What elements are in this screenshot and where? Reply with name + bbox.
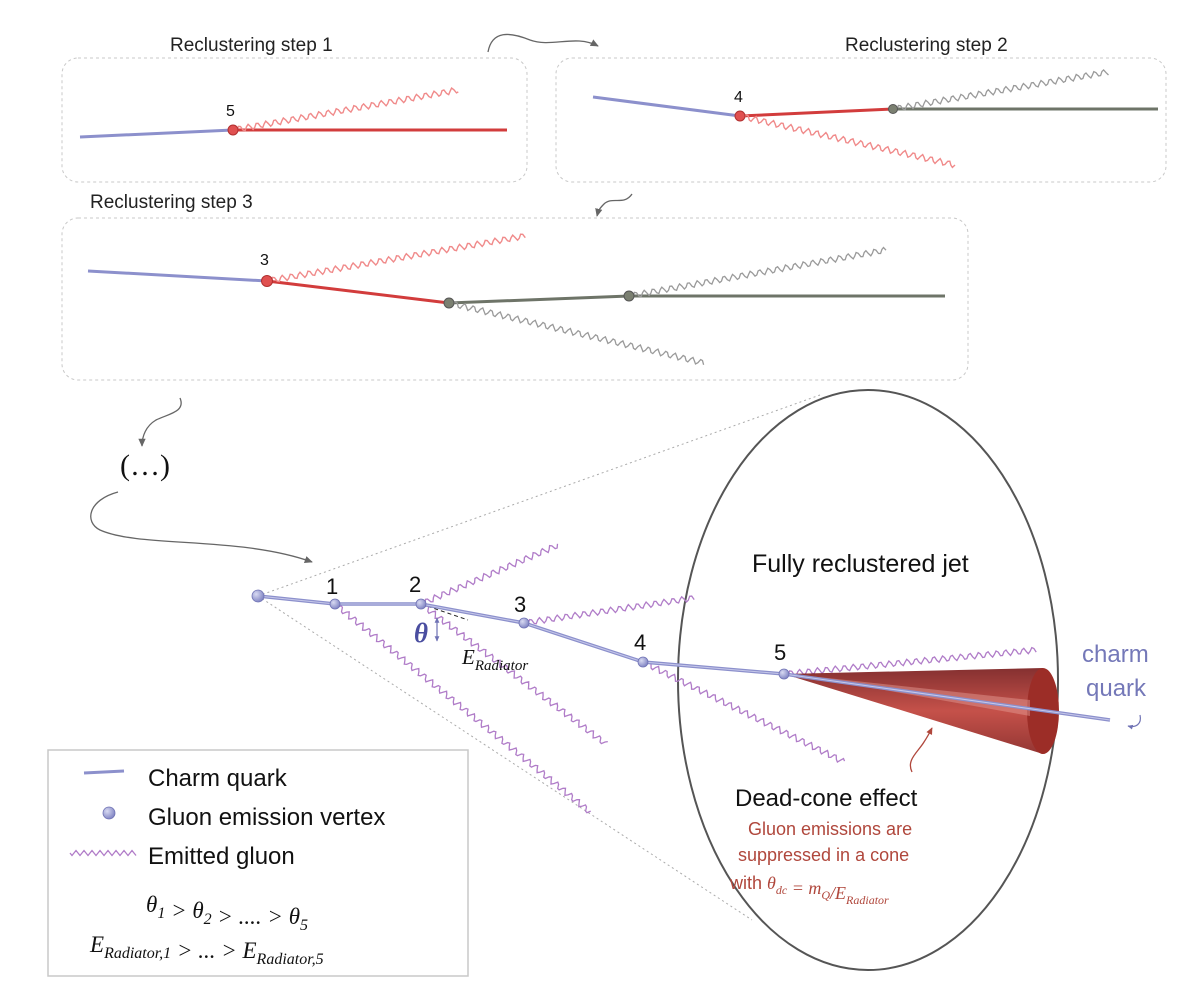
- step-3-panel: Reclustering step 3 3: [61, 192, 969, 381]
- dead-cone-title: Dead-cone effect: [735, 785, 918, 812]
- legend-gluon-icon: [69, 849, 137, 857]
- step-3-vertex-label: 3: [260, 252, 269, 269]
- vertex-label-4: 4: [634, 630, 646, 655]
- step-2-vertex-label: 4: [734, 89, 743, 106]
- step-1-panel: Reclustering step 1 5: [61, 35, 528, 183]
- step-3-quark-line: [87, 269, 268, 283]
- step-1-vertex-label: 5: [226, 103, 235, 120]
- step-2-panel: Reclustering step 2 4: [555, 35, 1167, 183]
- dead-cone-line1: Gluon emissions are: [748, 819, 912, 839]
- zoom-line-bottom: [257, 595, 753, 921]
- charm-label-line2: quark: [1086, 675, 1147, 702]
- dead-cone-line2: suppressed in a cone: [738, 845, 909, 865]
- vertex-label-5: 5: [774, 640, 786, 665]
- vertex-label-1: 1: [326, 574, 338, 599]
- step-2-grey-gluon: [892, 68, 1109, 113]
- gluon-2a: [420, 543, 559, 607]
- gluon-2b: [420, 603, 608, 745]
- arrow-step2-to-step3: [595, 193, 633, 217]
- legend-label-gluon: Emitted gluon: [148, 843, 295, 870]
- legend: Charm quark Gluon emission vertex Emitte…: [47, 749, 469, 977]
- dead-cone-line3: with θdc = mQ/ERadiator: [729, 873, 889, 907]
- dead-cone-pointer: [909, 727, 933, 773]
- vertex-2: [415, 598, 427, 610]
- step-2-vertex-grey: [888, 104, 898, 114]
- vertex-label-2: 2: [409, 572, 421, 597]
- step-2-quark-line: [592, 95, 741, 118]
- vertex-1: [329, 598, 341, 610]
- legend-label-charm-quark: Charm quark: [148, 765, 288, 792]
- legend-theta-ordering: θ1 > θ2 > .... > θ5: [146, 892, 308, 934]
- fully-reclustered-ellipse: [677, 389, 1059, 971]
- main-vertex-labels: 1 2 3 4 5: [326, 572, 786, 665]
- step-3-grey-gluon-down: [448, 300, 705, 365]
- step-3-grey-gluon-up: [628, 246, 887, 300]
- gluon-4: [642, 661, 846, 763]
- charm-label-line1: charm: [1082, 641, 1149, 668]
- vertex-4: [637, 656, 649, 668]
- step-3-red-line: [266, 279, 450, 305]
- arrow-step1-to-step2: [487, 33, 599, 53]
- step-3-red-gluon: [266, 233, 526, 285]
- step-2-vertex-red: [734, 110, 746, 122]
- gluon-1: [333, 603, 591, 814]
- main-gluons: [333, 543, 1037, 814]
- charm-label-pointer: [1127, 714, 1141, 730]
- step-3-vertex-grey-1: [443, 297, 455, 309]
- legend-label-vertex: Gluon emission vertex: [148, 804, 385, 831]
- step-3-vertex-red: [261, 275, 273, 287]
- step-2-red-line: [739, 107, 894, 118]
- legend-energy-ordering: ERadiator,1 > ... > ERadiator,5: [89, 932, 324, 968]
- main-quark-line: [257, 594, 1111, 722]
- step-1-box: [61, 57, 528, 183]
- fully-reclustered-title: Fully reclustered jet: [752, 550, 969, 578]
- step-1-quark-line: [79, 128, 234, 139]
- e-radiator-label: ERadiator: [461, 645, 528, 674]
- vertex-5: [778, 668, 790, 680]
- step-3-box: [61, 217, 969, 381]
- vertex-3: [518, 617, 530, 629]
- dead-cone-body: [784, 668, 1046, 754]
- arrow-ellipsis-to-jet: [90, 491, 313, 563]
- step-3-title: Reclustering step 3: [90, 192, 253, 213]
- arrow-step3-to-ellipsis: [138, 397, 182, 447]
- step-2-title: Reclustering step 2: [845, 35, 1008, 56]
- vertex-label-3: 3: [514, 592, 526, 617]
- step-3-grey-line-1: [448, 294, 630, 305]
- jet-origin-vertex: [251, 589, 265, 603]
- step-1-vertex: [227, 124, 239, 136]
- step-1-title: Reclustering step 1: [170, 35, 333, 56]
- step-2-box: [555, 57, 1167, 183]
- legend-vertex-icon: [102, 806, 116, 820]
- ellipsis-text: (…): [120, 449, 170, 482]
- legend-quark-icon: [83, 769, 125, 775]
- step-2-red-gluon: [739, 113, 956, 169]
- theta-symbol: θ: [414, 618, 428, 648]
- gluon-3: [523, 595, 695, 627]
- legend-box: [47, 749, 469, 977]
- step-1-gluon: [232, 87, 459, 134]
- zoom-line-top: [257, 394, 821, 597]
- dead-cone-formula: θdc = mQ/ERadiator: [767, 873, 889, 907]
- main-vertices: [251, 589, 790, 680]
- gluon-5: [783, 646, 1037, 678]
- step-3-vertex-grey-2: [623, 290, 635, 302]
